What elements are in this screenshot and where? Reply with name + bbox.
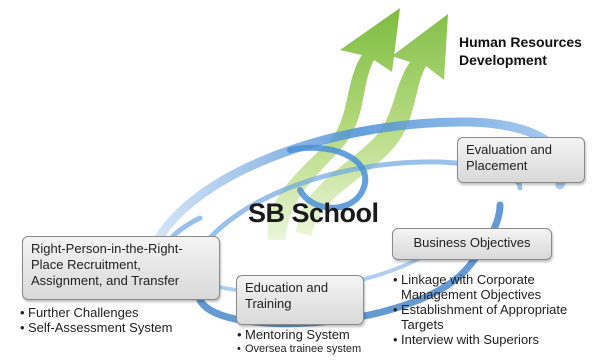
swirl-center bbox=[287, 144, 369, 211]
business-bullet-3: Interview with Superiors bbox=[393, 332, 609, 347]
education-bullets: Mentoring System Oversea trainee system bbox=[237, 327, 387, 357]
recruitment-bullets: Further Challenges Self-Assessment Syste… bbox=[20, 305, 220, 335]
sb-school-title: SB School bbox=[248, 198, 379, 228]
education-bullet-1: Mentoring System bbox=[237, 327, 387, 342]
business-bullet-1: Linkage with Corporate Management Object… bbox=[393, 272, 609, 302]
green-arrow-right bbox=[296, 14, 448, 236]
education-training-box: Education and Training bbox=[236, 275, 364, 325]
business-bullets: Linkage with Corporate Management Object… bbox=[393, 272, 609, 347]
business-bullet-2: Establishment of Appropriate Targets bbox=[393, 302, 609, 332]
recruitment-bullet-1: Further Challenges bbox=[20, 305, 220, 320]
recruitment-box: Right-Person-in-the-Right-Place Recruitm… bbox=[22, 236, 220, 300]
evaluation-placement-box: Evaluation and Placement bbox=[457, 137, 585, 183]
recruitment-bullet-2: Self-Assessment System bbox=[20, 320, 220, 335]
business-objectives-box: Business Objectives bbox=[392, 228, 552, 260]
education-bullet-2: Oversea trainee system bbox=[237, 342, 387, 357]
hr-development-heading: Human Resources Development bbox=[459, 34, 582, 68]
